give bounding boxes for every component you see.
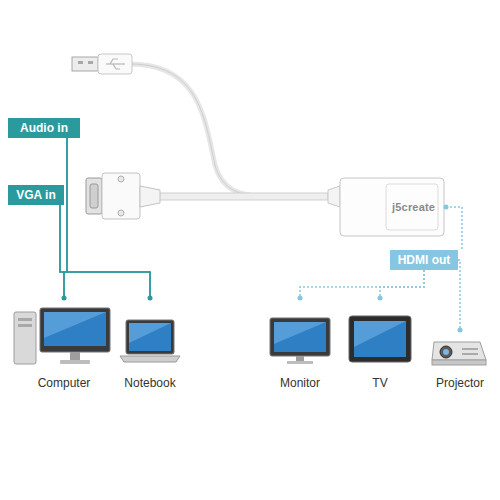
usb-plug-housing	[98, 54, 132, 74]
output-label: HDMI out	[390, 250, 458, 270]
device-caption: TV	[345, 376, 415, 390]
usb-cable-edge	[130, 64, 262, 196]
usb-plug-metal	[72, 57, 98, 71]
connector-line	[458, 260, 460, 330]
label-text: HDMI out	[398, 253, 451, 267]
converter-strain-relief	[328, 186, 340, 207]
device-caption: Computer	[10, 376, 118, 390]
vga-screw	[118, 176, 124, 182]
connector-line	[300, 270, 424, 298]
device-node: TV	[345, 298, 415, 390]
device-caption: Projector	[428, 376, 492, 390]
label-text: VGA in	[16, 188, 56, 202]
vga-strain-relief	[140, 186, 160, 207]
usb-plug-hole	[78, 61, 83, 64]
connector-line	[380, 270, 424, 298]
vga-screw	[118, 210, 124, 216]
usb-symbol	[106, 59, 125, 69]
device-node: Projector	[428, 330, 492, 390]
device-caption: Monitor	[265, 376, 335, 390]
notebook-icon	[118, 298, 182, 368]
converter-face	[386, 184, 438, 230]
vga-plug-pins	[90, 184, 98, 208]
connector-line	[60, 205, 150, 298]
connector-line	[67, 138, 150, 298]
input-label: VGA in	[8, 185, 64, 205]
projector-icon	[428, 330, 492, 370]
leader-dots	[62, 296, 153, 301]
device-node: Notebook	[118, 298, 182, 390]
usb-plug-hole	[88, 61, 93, 64]
converter-box	[340, 178, 444, 236]
hdmi-leader	[446, 207, 462, 250]
device-node: Computer	[10, 298, 118, 390]
input-label: Audio in	[8, 118, 80, 138]
brand-logo: j5create	[392, 201, 435, 213]
monitor-icon	[265, 298, 335, 368]
label-text: Audio in	[20, 121, 68, 135]
device-caption: Notebook	[118, 376, 182, 390]
computer-icon	[10, 298, 118, 368]
vga-plug-metal	[86, 178, 102, 214]
usb-cable	[130, 64, 262, 196]
device-node: Monitor	[265, 298, 335, 390]
vga-plug-housing	[102, 173, 140, 219]
leader-dot	[444, 205, 449, 210]
tv-icon	[345, 298, 415, 368]
vga-cable	[158, 193, 328, 200]
